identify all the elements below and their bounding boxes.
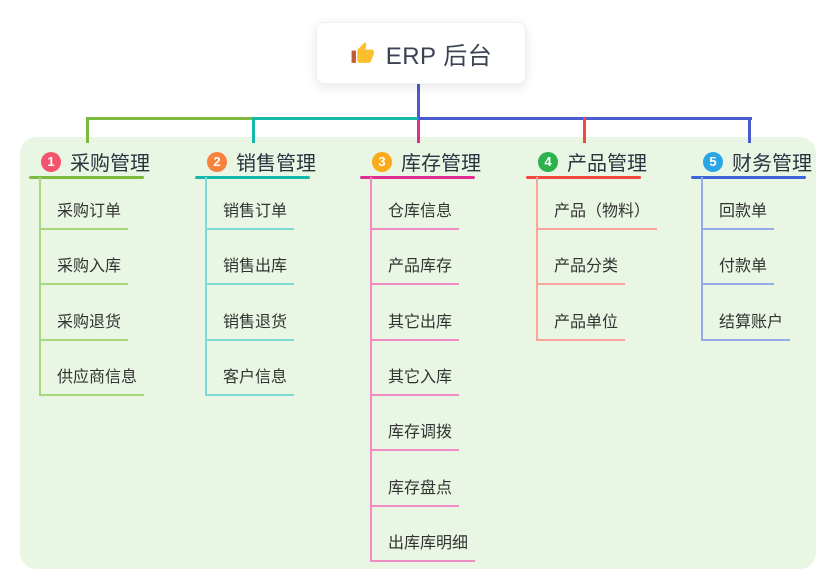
branch-title-5[interactable]: 5 财务管理 bbox=[703, 147, 812, 176]
branch-drop-line-3 bbox=[417, 120, 420, 143]
thumbs-up-icon bbox=[350, 41, 375, 66]
branch-underline-2 bbox=[195, 176, 310, 179]
child-node[interactable]: 供应商信息 bbox=[39, 368, 145, 396]
root-drop-line bbox=[417, 82, 420, 120]
child-node[interactable]: 回款单 bbox=[701, 202, 775, 230]
child-node[interactable]: 产品库存 bbox=[370, 257, 460, 285]
branch-label: 采购管理 bbox=[70, 153, 150, 175]
branch-title-3[interactable]: 3 库存管理 bbox=[372, 147, 481, 176]
branch-underline-1 bbox=[29, 176, 144, 179]
child-node[interactable]: 销售订单 bbox=[205, 202, 295, 230]
root-node-label: ERP 后台 bbox=[385, 42, 493, 70]
branch-title-4[interactable]: 4 产品管理 bbox=[538, 147, 647, 176]
branch-underline-5 bbox=[691, 176, 806, 179]
child-node[interactable]: 库存盘点 bbox=[370, 479, 460, 507]
child-node[interactable]: 其它入库 bbox=[370, 368, 460, 396]
child-node[interactable]: 出库库明细 bbox=[370, 534, 476, 562]
child-node[interactable]: 产品分类 bbox=[536, 257, 626, 285]
branch-number-badge: 5 bbox=[703, 151, 723, 172]
branch-child-connector-4 bbox=[536, 177, 538, 341]
branch-label: 产品管理 bbox=[567, 153, 647, 175]
child-node[interactable]: 客户信息 bbox=[205, 368, 295, 396]
branch-number-badge: 4 bbox=[538, 151, 558, 172]
branch-drop-line-4 bbox=[583, 117, 586, 143]
branch-label: 财务管理 bbox=[732, 153, 812, 175]
branch-drop-line-1 bbox=[86, 117, 89, 143]
branch-label: 销售管理 bbox=[236, 153, 316, 175]
trunk-segment-1 bbox=[87, 117, 253, 120]
child-node[interactable]: 采购退货 bbox=[39, 313, 129, 341]
branch-drop-line-2 bbox=[252, 117, 255, 143]
child-node[interactable]: 销售出库 bbox=[205, 257, 295, 285]
branch-child-connector-2 bbox=[205, 177, 207, 396]
root-node-erp[interactable]: ERP 后台 bbox=[316, 22, 526, 84]
branch-underline-4 bbox=[526, 176, 641, 179]
branches-background-panel bbox=[20, 137, 816, 569]
trunk-segment-2 bbox=[253, 117, 418, 120]
branch-title-1[interactable]: 1 采购管理 bbox=[41, 147, 150, 176]
child-node[interactable]: 采购订单 bbox=[39, 202, 129, 230]
child-node[interactable]: 仓库信息 bbox=[370, 202, 460, 230]
branch-child-connector-3 bbox=[370, 177, 372, 562]
branch-title-2[interactable]: 2 销售管理 bbox=[207, 147, 316, 176]
branch-child-connector-5 bbox=[701, 177, 703, 341]
branch-label: 库存管理 bbox=[401, 153, 481, 175]
branch-number-badge: 3 bbox=[372, 151, 392, 172]
child-node[interactable]: 其它出库 bbox=[370, 313, 460, 341]
branch-child-connector-1 bbox=[39, 177, 41, 396]
child-node[interactable]: 付款单 bbox=[701, 257, 775, 285]
child-node[interactable]: 库存调拨 bbox=[370, 423, 460, 451]
branch-number-badge: 1 bbox=[41, 151, 61, 172]
child-node[interactable]: 结算账户 bbox=[701, 313, 791, 341]
branch-underline-3 bbox=[360, 176, 475, 179]
child-node[interactable]: 产品（物料） bbox=[536, 202, 658, 230]
child-node[interactable]: 采购入库 bbox=[39, 257, 129, 285]
branch-number-badge: 2 bbox=[207, 151, 227, 172]
child-node[interactable]: 销售退货 bbox=[205, 313, 295, 341]
child-node[interactable]: 产品单位 bbox=[536, 313, 626, 341]
branch-drop-line-5 bbox=[748, 117, 751, 143]
